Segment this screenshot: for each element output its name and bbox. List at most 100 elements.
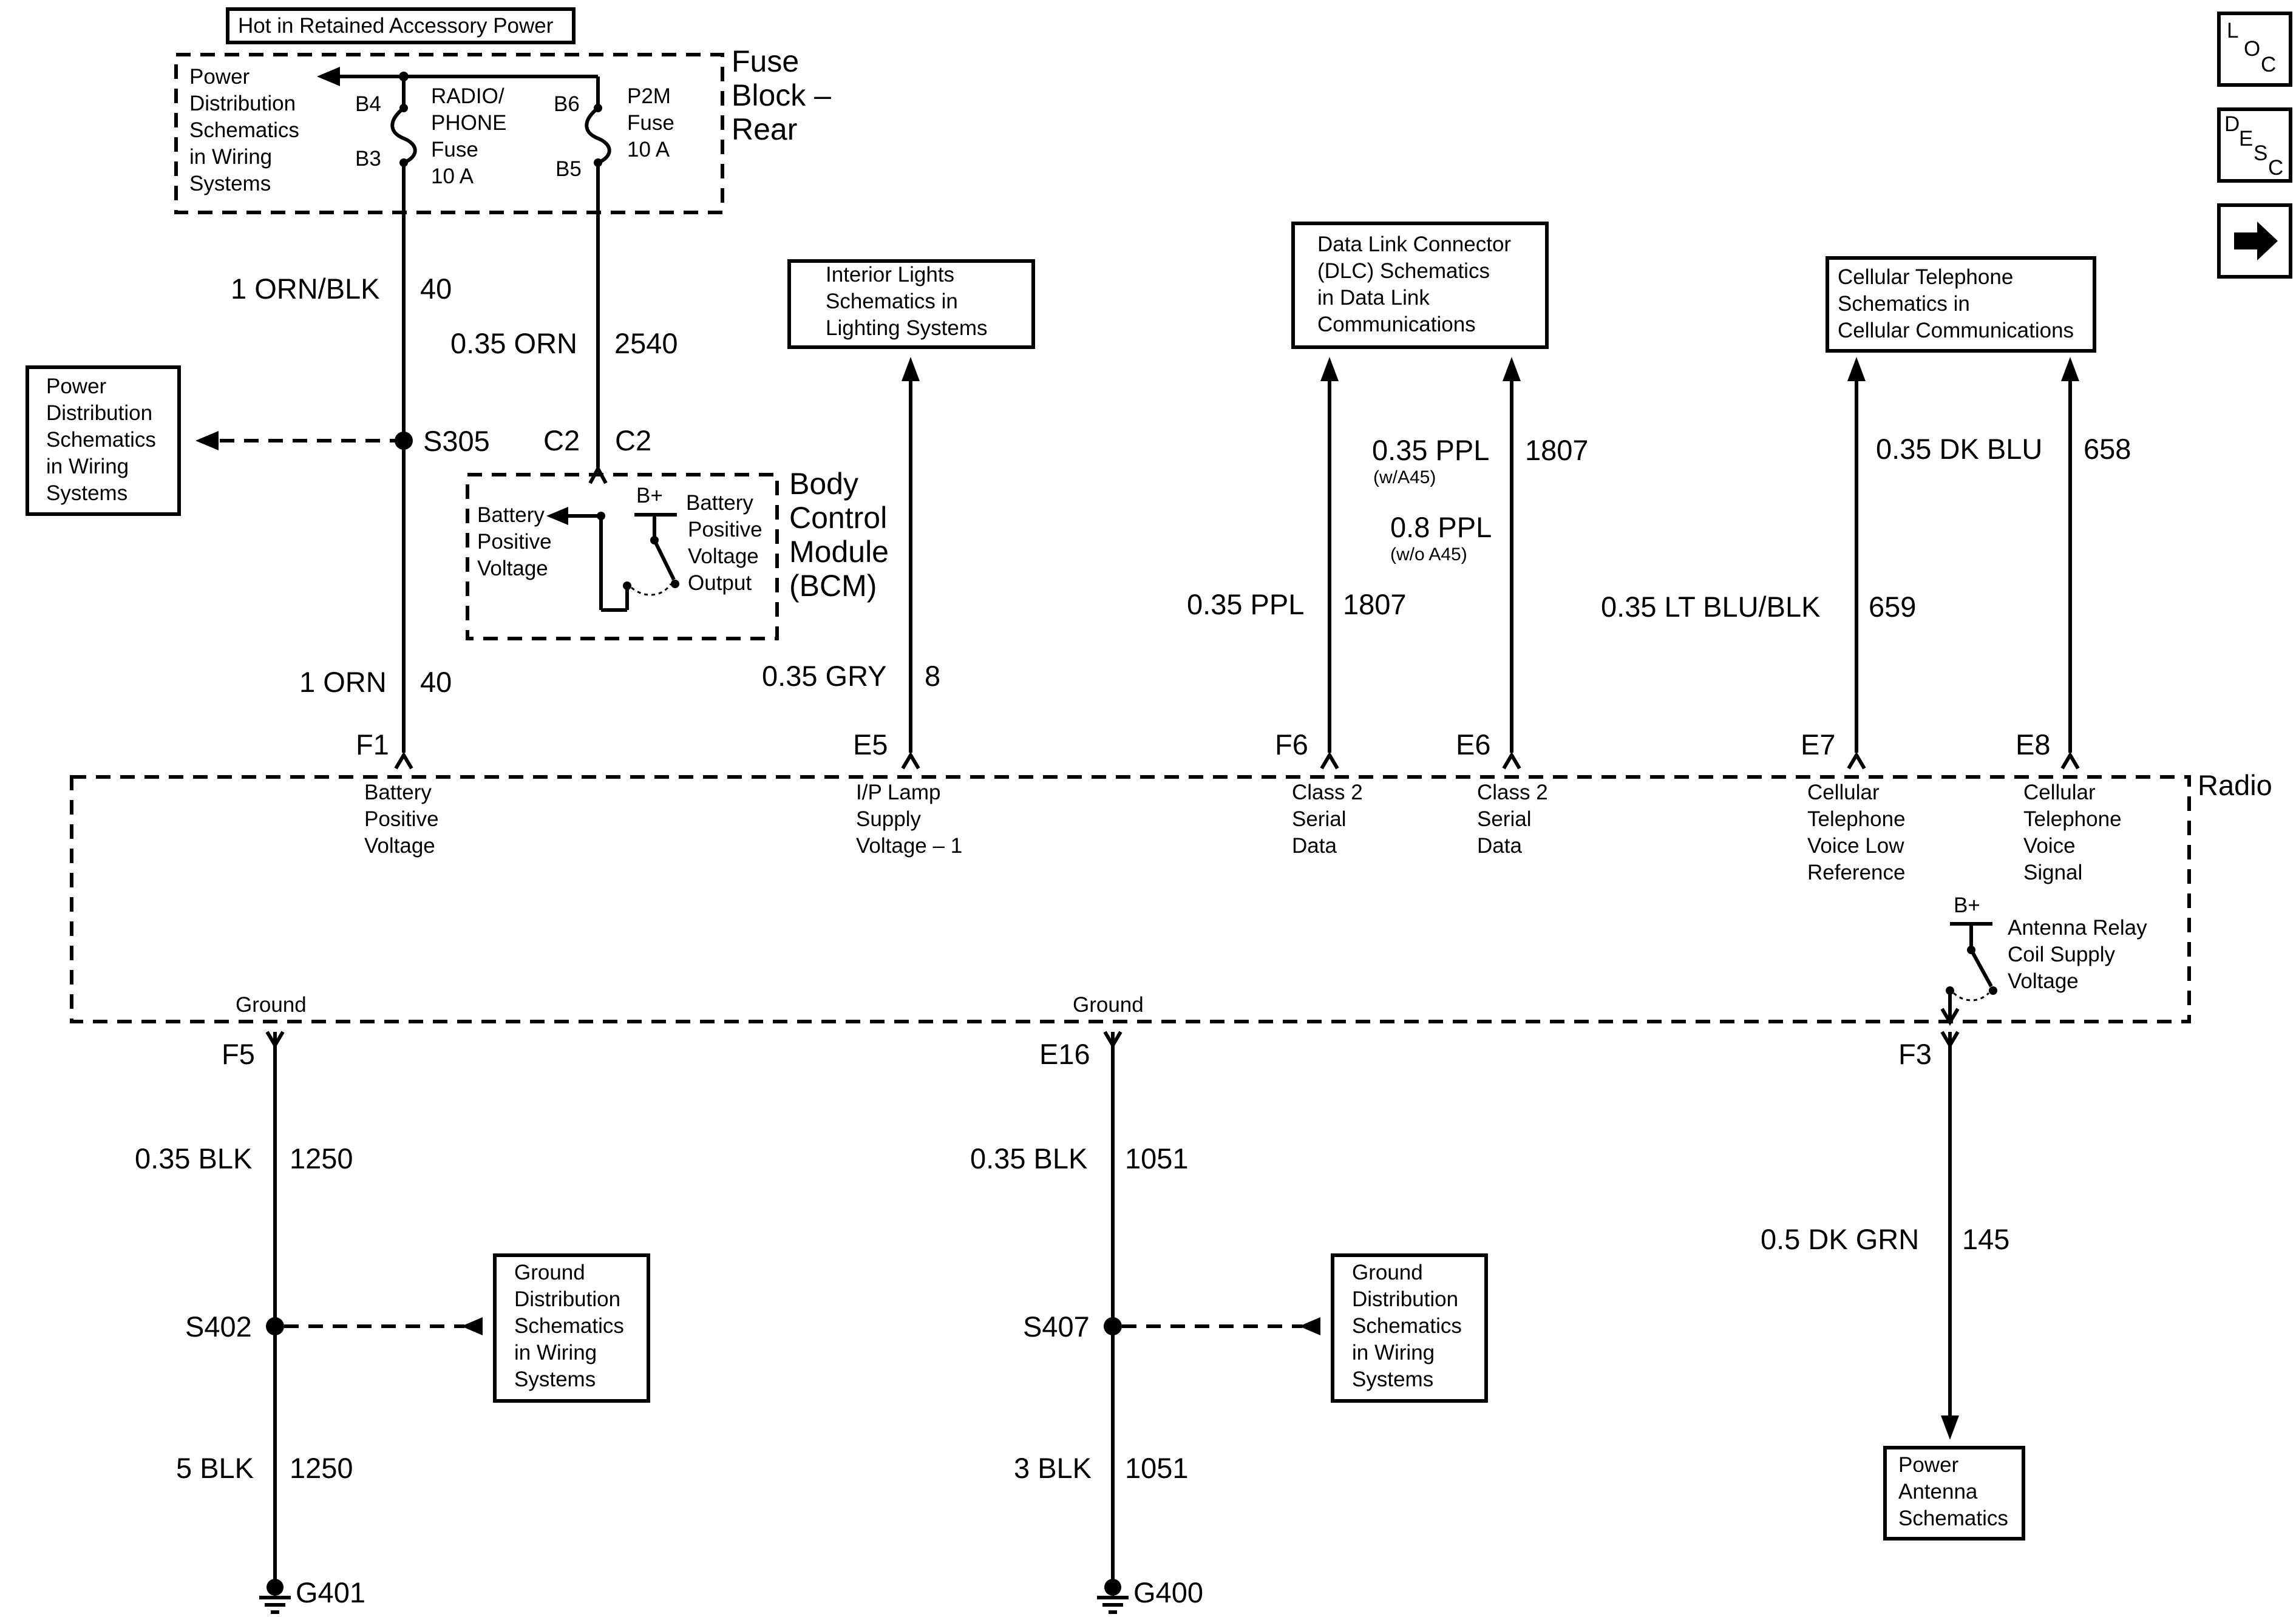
- svg-text:Power: Power: [1898, 1453, 1959, 1477]
- radio-title: Radio: [2198, 769, 2272, 801]
- svg-text:Cellular: Cellular: [2023, 781, 2096, 804]
- svg-text:Battery: Battery: [477, 503, 545, 527]
- wire-label-1051-top: 0.35 BLK 1051: [970, 1142, 1189, 1175]
- svg-text:F1: F1: [356, 728, 389, 761]
- svg-text:Data: Data: [1292, 834, 1337, 858]
- svg-text:Ground: Ground: [514, 1261, 585, 1284]
- wire-label-1807-f6: 0.35 PPL 1807: [1187, 588, 1407, 620]
- svg-text:C2: C2: [543, 424, 580, 456]
- wire-label-1807-e6: 0.35 PPL (w/A45) 1807 0.8 PPL (w/o A45): [1372, 434, 1589, 564]
- power-distribution-ref: Power Distribution Schematics in Wiring …: [46, 375, 156, 505]
- svg-text:Cellular Telephone: Cellular Telephone: [1838, 265, 2013, 289]
- svg-text:Voltage – 1: Voltage – 1: [856, 834, 962, 858]
- svg-text:1 ORN/BLK: 1 ORN/BLK: [231, 273, 380, 305]
- desc-button[interactable]: D E S C: [2217, 107, 2292, 183]
- ground-distribution-ref-box-1: [493, 1253, 650, 1403]
- svg-text:3 BLK: 3 BLK: [1014, 1452, 1092, 1484]
- svg-text:G401: G401: [296, 1576, 365, 1609]
- ground-distribution-ref-2: Ground Distribution Schematics in Wiring…: [1352, 1261, 1462, 1391]
- bcm-output-label: Battery Positive Voltage Output: [686, 491, 763, 595]
- svg-text:E5: E5: [853, 728, 888, 761]
- svg-text:0.35 ORN: 0.35 ORN: [450, 327, 577, 359]
- svg-text:Systems: Systems: [46, 481, 127, 505]
- svg-text:0.5 DK GRN: 0.5 DK GRN: [1761, 1223, 1919, 1255]
- svg-text:Schematics: Schematics: [1898, 1507, 2008, 1530]
- svg-text:Ground: Ground: [1073, 993, 1144, 1017]
- svg-text:Telephone: Telephone: [1807, 807, 1906, 831]
- svg-text:Supply: Supply: [856, 807, 922, 831]
- svg-text:Coil Supply: Coil Supply: [2008, 943, 2116, 966]
- power-antenna-ref-box: [1883, 1446, 2025, 1541]
- wire-label-1250-bottom: 5 BLK 1250: [176, 1452, 353, 1484]
- svg-text:Block –: Block –: [732, 78, 831, 112]
- svg-text:1051: 1051: [1125, 1142, 1189, 1175]
- svg-text:0.35 PPL: 0.35 PPL: [1187, 588, 1304, 620]
- svg-text:B4: B4: [355, 92, 381, 116]
- svg-text:Serial: Serial: [1477, 807, 1531, 831]
- svg-text:PHONE: PHONE: [431, 111, 506, 135]
- svg-text:5 BLK: 5 BLK: [176, 1452, 254, 1484]
- pin-e6: E6 Class 2 Serial Data: [1456, 728, 1548, 858]
- svg-text:Fuse: Fuse: [627, 111, 674, 135]
- ground-g401: G401: [259, 1576, 365, 1614]
- pin-f5: Ground F5: [222, 993, 307, 1070]
- svg-text:Control: Control: [789, 501, 887, 535]
- wire-label-2540: 0.35 ORN 2540: [450, 327, 678, 359]
- wire-label-40-top: 1 ORN/BLK 40: [231, 273, 452, 305]
- wire-label-1051-bottom: 3 BLK 1051: [1014, 1452, 1189, 1484]
- svg-text:Lighting Systems: Lighting Systems: [826, 316, 988, 340]
- next-button[interactable]: [2217, 203, 2292, 279]
- svg-text:Systems: Systems: [189, 172, 271, 195]
- pin-e8: E8 Cellular Telephone Voice Signal: [2016, 728, 2122, 884]
- svg-text:1250: 1250: [290, 1452, 353, 1484]
- svg-text:L: L: [2227, 19, 2238, 42]
- wire-658: [2061, 357, 2079, 753]
- svg-text:1051: 1051: [1125, 1452, 1189, 1484]
- svg-text:Data: Data: [1477, 834, 1522, 858]
- interior-lights-ref: Interior Lights Schematics in Lighting S…: [826, 263, 988, 340]
- svg-text:Systems: Systems: [1352, 1368, 1433, 1391]
- splice-s407: S407: [1023, 1310, 1320, 1343]
- svg-text:Voltage: Voltage: [477, 557, 548, 580]
- svg-text:1807: 1807: [1525, 434, 1589, 466]
- svg-text:Communications: Communications: [1317, 313, 1476, 336]
- svg-text:Schematics: Schematics: [189, 118, 299, 142]
- svg-text:Distribution: Distribution: [514, 1287, 620, 1311]
- svg-text:B6: B6: [554, 92, 580, 116]
- svg-text:C2: C2: [615, 424, 651, 456]
- svg-text:Cellular: Cellular: [1807, 781, 1880, 804]
- svg-text:B5: B5: [555, 157, 582, 181]
- svg-text:Body: Body: [789, 467, 858, 501]
- svg-text:O: O: [2244, 37, 2260, 61]
- wire-1807-e6: [1503, 357, 1521, 753]
- svg-text:Distribution: Distribution: [189, 92, 296, 115]
- svg-text:F5: F5: [222, 1038, 255, 1070]
- svg-text:Schematics: Schematics: [514, 1314, 624, 1338]
- loc-button[interactable]: L O C: [2217, 12, 2292, 87]
- svg-text:Voltage: Voltage: [364, 834, 435, 858]
- fuse-bus: [317, 67, 600, 108]
- svg-text:Rear: Rear: [732, 112, 797, 146]
- wire-1807-f6: [1320, 357, 1339, 753]
- svg-text:E: E: [2239, 127, 2253, 151]
- svg-text:(w/o A45): (w/o A45): [1390, 544, 1467, 564]
- svg-text:Cellular Communications: Cellular Communications: [1838, 319, 2074, 342]
- svg-text:in Wiring: in Wiring: [46, 455, 129, 478]
- svg-text:Schematics: Schematics: [46, 428, 156, 452]
- svg-text:in Wiring: in Wiring: [1352, 1341, 1435, 1364]
- svg-text:Power: Power: [46, 375, 107, 398]
- svg-text:(BCM): (BCM): [789, 569, 877, 603]
- svg-text:C: C: [2268, 156, 2283, 180]
- svg-text:Reference: Reference: [1807, 861, 1905, 884]
- svg-text:Ground: Ground: [1352, 1261, 1423, 1284]
- pin-f1: F1 Battery Positive Voltage: [356, 728, 439, 858]
- svg-text:S305: S305: [423, 425, 490, 457]
- svg-text:2540: 2540: [614, 327, 678, 359]
- svg-text:Distribution: Distribution: [46, 401, 152, 425]
- power-distribution-ref-box: [25, 365, 181, 516]
- svg-text:0.35 BLK: 0.35 BLK: [135, 1142, 252, 1175]
- svg-text:Voltage: Voltage: [2008, 969, 2079, 993]
- dlc-ref-box: [1291, 222, 1549, 349]
- antenna-relay-label: Antenna Relay Coil Supply Voltage: [2008, 916, 2147, 993]
- cellular-ref-box: [1826, 256, 2096, 353]
